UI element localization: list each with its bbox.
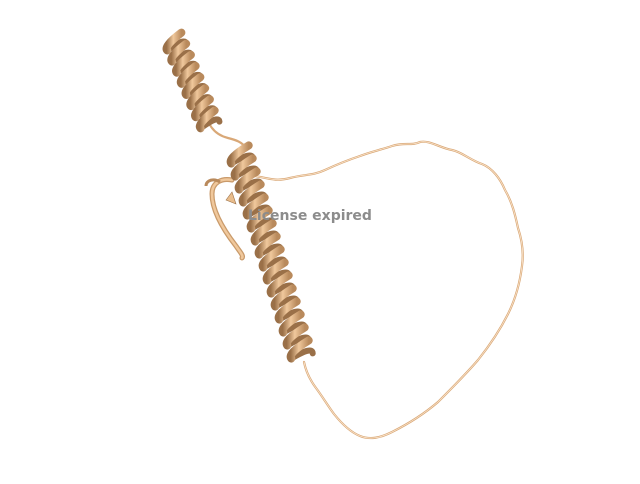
helix-turn-front — [266, 271, 293, 298]
helix-turn-front — [242, 193, 269, 220]
helix-turn-front — [234, 167, 261, 194]
helix-turn-front — [238, 180, 265, 207]
helix-turn-front — [191, 95, 214, 122]
helix-turn-front — [162, 28, 186, 55]
watermark-text: License expired — [248, 208, 372, 224]
helix-turn-front — [262, 258, 289, 285]
helix-turn-front — [167, 39, 191, 66]
helix-turn-front — [176, 62, 200, 88]
helix-turn-front — [195, 106, 219, 133]
helix-turn-front — [278, 310, 305, 337]
helix-turn-front — [274, 297, 301, 324]
helix-turn-front — [254, 232, 281, 259]
helix-turn-front — [250, 219, 277, 246]
helix-turn-front — [286, 336, 313, 363]
alpha-helix-lower — [226, 141, 316, 363]
helix-turn-front — [181, 73, 205, 99]
beta-hairpin — [204, 177, 245, 261]
helix-turn-front — [186, 84, 210, 111]
helix-turn-front — [226, 141, 253, 168]
helix-turn-front — [172, 50, 195, 77]
helix-turn-front — [258, 245, 285, 272]
alpha-helix-upper — [162, 28, 223, 133]
helix-linker — [208, 123, 248, 150]
helix-turn-front — [282, 323, 309, 350]
helix-turn-front — [230, 154, 257, 181]
helix-turn-front — [246, 206, 273, 233]
helix-turn-front — [270, 284, 297, 311]
